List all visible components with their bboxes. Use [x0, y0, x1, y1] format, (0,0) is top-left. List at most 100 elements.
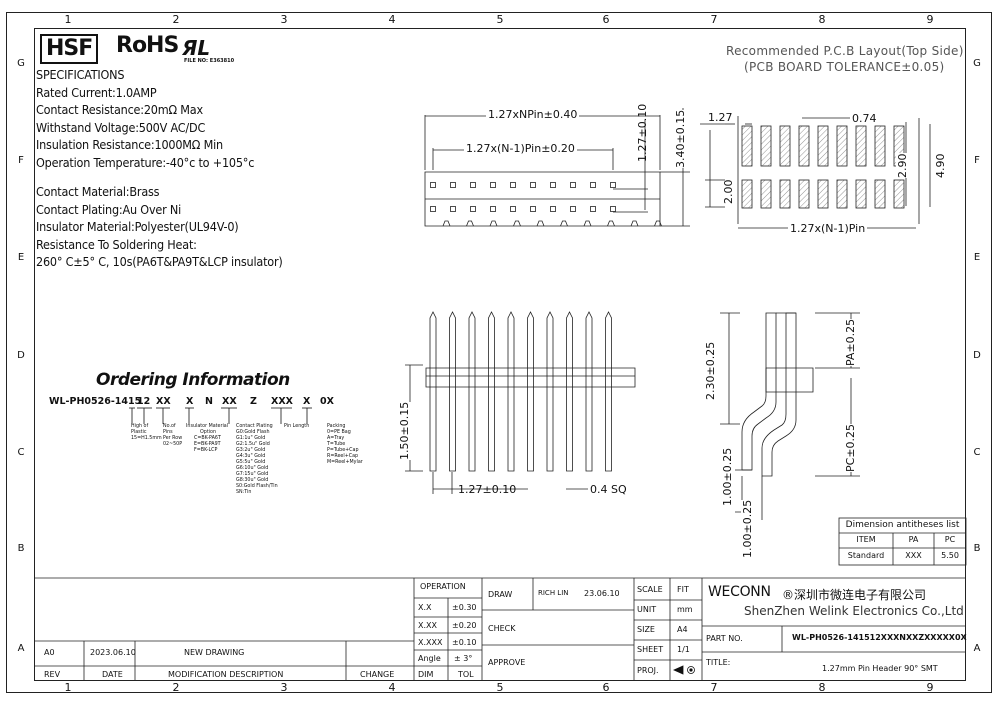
front-view-pin: [546, 311, 554, 472]
top-view-pin: [570, 182, 576, 188]
tb-operation: OPERATION: [420, 582, 466, 591]
tb-scale-value: FIT: [677, 585, 689, 594]
spec-line: 260° C±5° C, 10s(PA6T&PA9T&LCP insulator…: [36, 254, 283, 269]
dim-table-header-pc: PC: [944, 535, 956, 544]
tb-title: 1.27mm Pin Header 90° SMT: [822, 664, 938, 673]
pcb-dim-outer: 4.90: [934, 153, 947, 178]
tb-title-label: TITLE:: [706, 658, 731, 667]
tb-dim: DIM: [418, 670, 434, 679]
dim-overall-length: 1.27xNPin±0.40: [486, 108, 580, 121]
specifications-title: SPECIFICATIONS: [36, 67, 125, 82]
zone-number: 1: [64, 13, 72, 26]
tb-size-label: SIZE: [637, 625, 655, 634]
side-dim-pa: PA±0.25: [844, 318, 857, 366]
zone-number: 1: [64, 681, 72, 694]
tb-tol-label: X.X: [418, 603, 432, 612]
tb-drawer: RICH LIN: [538, 589, 569, 597]
spec-line: Contact Resistance:20mΩ Max: [36, 102, 203, 117]
front-view-pin: [566, 311, 573, 472]
pcb-pad: [817, 179, 829, 209]
front-view-pin: [468, 311, 476, 472]
top-view-pin: [610, 206, 616, 212]
pcb-dim-row: 2.00: [722, 179, 735, 205]
zone-letter: C: [973, 447, 981, 458]
pcb-dim-inner: 2.90: [896, 153, 909, 178]
front-view-pin: [488, 311, 495, 472]
side-dim-leg1: 1.00±0.25: [721, 447, 734, 506]
front-view-pin: [429, 311, 437, 472]
tb-tol: TOL: [458, 670, 474, 679]
front-view-pin: [449, 311, 456, 472]
spec-line: Rated Current:1.0AMP: [36, 84, 157, 100]
dim-pin-span: 1.27x(N-1)Pin±0.20: [464, 142, 577, 155]
pcb-pad: [874, 125, 886, 167]
tb-sheet-label: SHEET: [637, 645, 664, 654]
ordering-code-length: XXX: [271, 396, 293, 407]
top-view-pin: [590, 182, 596, 188]
rev-description-cell: NEW DRAWING: [184, 648, 245, 657]
spec-line: Operation Temperature:-40°c to +105°c: [36, 154, 255, 170]
side-dim-top: 2.30±0.25: [704, 341, 717, 400]
zone-number: 4: [388, 13, 396, 26]
pcb-pad: [855, 179, 867, 209]
top-view-pin: [530, 206, 536, 212]
top-view-pin: [510, 206, 516, 212]
spec-line: Resistance To Soldering Heat:: [36, 236, 197, 252]
zone-number: 5: [496, 13, 504, 26]
side-view-drawing: [720, 312, 860, 520]
ordering-code-z: Z: [250, 396, 257, 407]
ul-file-number: FILE NO: E363810: [184, 58, 235, 64]
spec-line: Withstand Voltage:500V AC/DC: [36, 119, 206, 135]
top-view-pin: [550, 206, 556, 212]
zone-letter: B: [17, 543, 25, 554]
tb-check: CHECK: [488, 624, 516, 633]
top-view-pin: [530, 182, 536, 188]
top-view-pin: [590, 206, 596, 212]
zone-letter: D: [17, 350, 25, 361]
pcb-pad: [836, 179, 848, 209]
drawing-border-outer: [6, 12, 992, 693]
dim-table-cell: 5.50: [941, 551, 959, 560]
housing-notch: [536, 220, 545, 227]
tb-scale-label: SCALE: [637, 585, 663, 594]
ordering-note-length: Pin Length: [284, 424, 310, 429]
rev-cell: A0: [44, 648, 55, 657]
top-view-pin: [610, 182, 616, 188]
pcb-layout-subtitle: (PCB BOARD TOLERANCE±0.05): [744, 60, 945, 74]
pcb-pad: [817, 125, 829, 167]
ordering-note-height: High of Plastic 15=H1.5mm: [131, 424, 162, 441]
zone-number: 9: [926, 13, 934, 26]
dimension-table-grid: [838, 517, 967, 566]
ordering-code-height: 12: [137, 396, 151, 407]
drawing-border-inner: [34, 28, 966, 681]
tb-tol-value: ±0.20: [452, 621, 477, 630]
zone-number: 2: [172, 13, 180, 26]
specifications-block: SPECIFICATIONS Rated Current:1.0AMP Cont…: [36, 66, 254, 171]
rev-change-header: CHANGE: [360, 670, 395, 679]
ordering-info-title: Ordering Information: [96, 370, 290, 390]
top-view-pin: [450, 206, 456, 212]
title-block-grid: [34, 577, 966, 681]
ordering-code-n: N: [205, 396, 213, 407]
top-view-pin: [470, 206, 476, 212]
zone-number: 9: [926, 681, 934, 694]
top-view-pin: [490, 206, 496, 212]
company-english-name: ShenZhen Welink Electronics Co.,Ltd: [744, 604, 964, 618]
ordering-code-suffix: 0X: [320, 396, 334, 407]
spec-line: Insulator Material:Polyester(UL94V-0): [36, 219, 239, 234]
zone-letter: D: [973, 350, 981, 361]
dim-table-cell: Standard: [847, 551, 885, 560]
zone-letter: C: [17, 447, 25, 458]
hsf-logo: HSF: [40, 34, 99, 64]
pcb-pad: [798, 125, 810, 167]
top-view-pin: [470, 182, 476, 188]
ordering-code-plating: XX: [222, 396, 237, 407]
ordering-note-packing: Packing 0=PE Bag A=Tray T=Tube P=Tube+Ca…: [327, 424, 363, 465]
tb-tol-label: Angle: [418, 654, 441, 663]
pcb-pad: [779, 125, 791, 167]
dim-table-header-pa: PA: [908, 535, 919, 544]
front-dim-body: 1.50±0.15: [398, 401, 411, 460]
ordering-code-base: WL-PH0526-1415: [49, 396, 142, 407]
zone-number: 6: [602, 681, 610, 694]
